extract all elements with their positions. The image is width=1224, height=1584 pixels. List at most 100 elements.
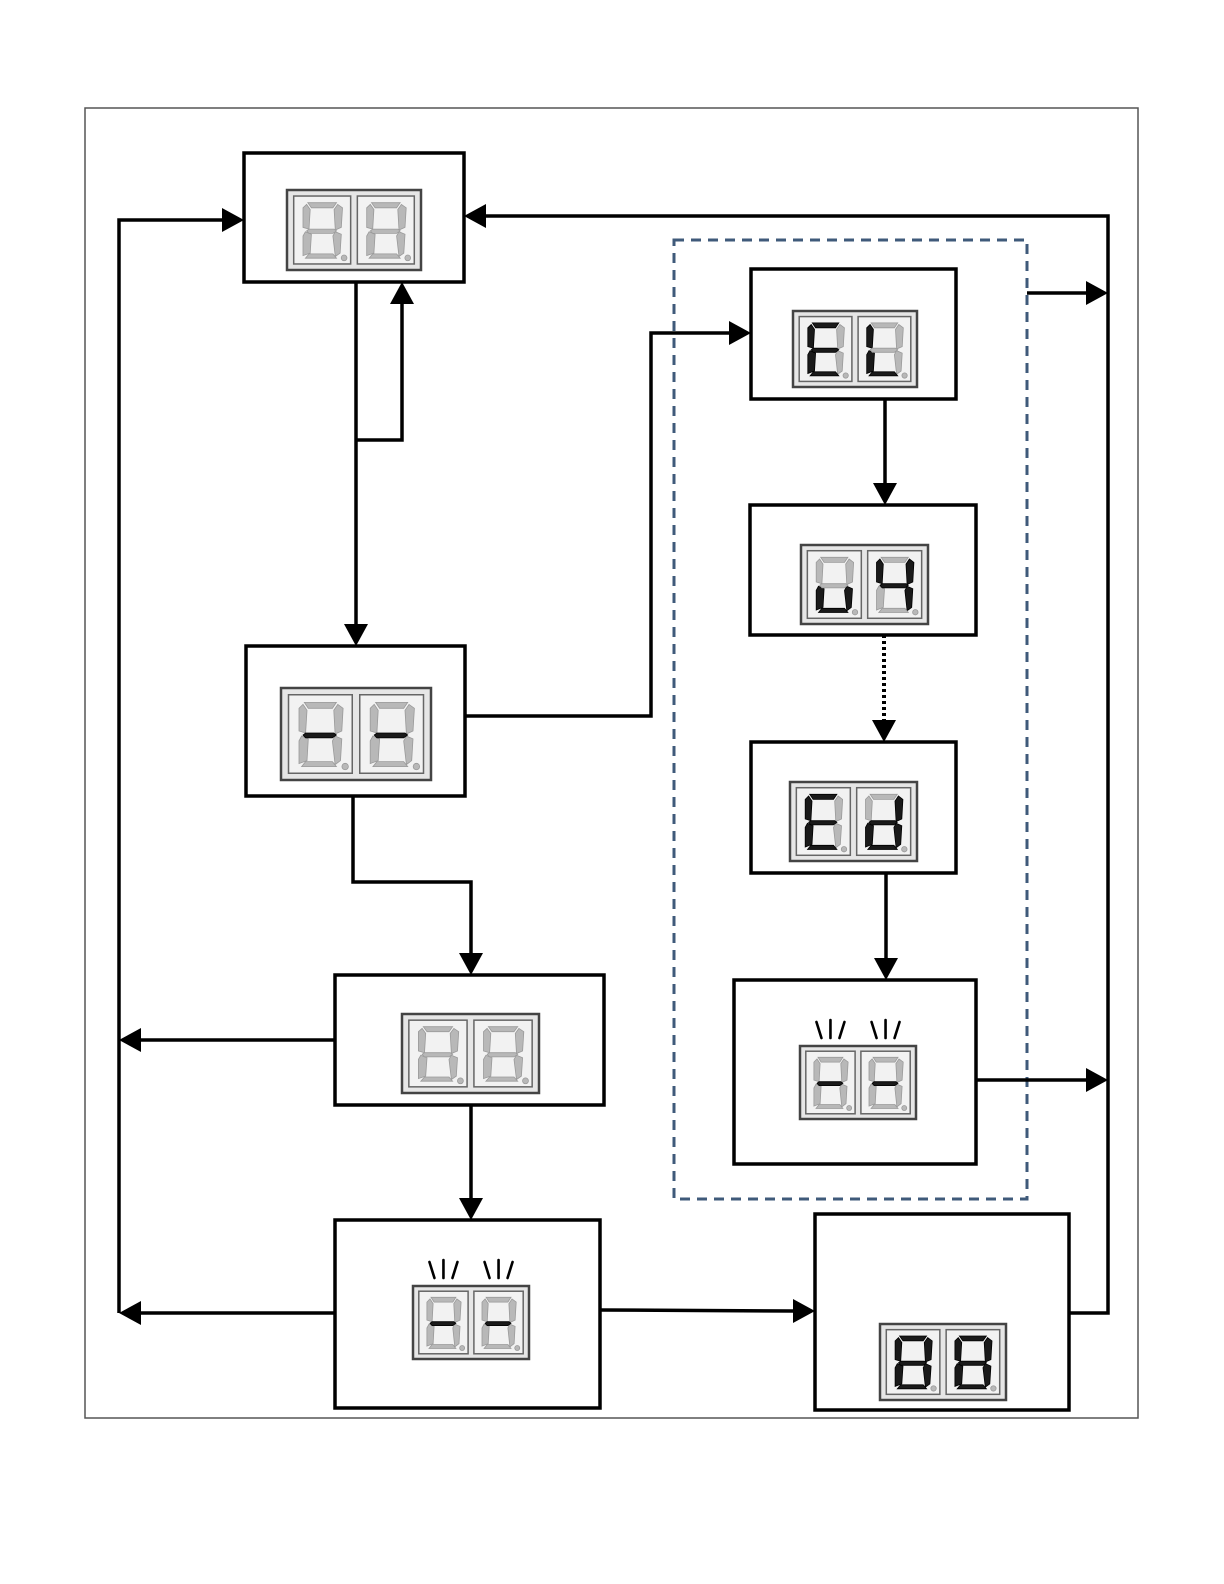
segment-d-off bbox=[369, 254, 400, 258]
segment-a-off bbox=[486, 1297, 511, 1302]
segment-f-on bbox=[805, 796, 812, 821]
segment-e-on bbox=[816, 586, 824, 610]
segment-e-on bbox=[895, 1364, 903, 1387]
arrow-head bbox=[119, 1301, 141, 1325]
segment-g-on bbox=[809, 821, 837, 825]
segment-g-on bbox=[869, 821, 897, 825]
segment-g-on bbox=[817, 1082, 843, 1086]
state-box-code-u-4 bbox=[750, 505, 976, 635]
segment-d-on bbox=[810, 372, 839, 376]
decimal-point bbox=[405, 255, 411, 261]
decimal-point bbox=[847, 1106, 852, 1111]
arrow-head bbox=[464, 204, 486, 228]
arrow-head bbox=[344, 624, 368, 646]
connector-dash-steady-to-code-e-l bbox=[465, 333, 730, 716]
seven-segment-display bbox=[880, 1324, 1006, 1400]
segment-d-off bbox=[871, 1105, 898, 1109]
state-boxes bbox=[244, 153, 1069, 1410]
segment-f-on bbox=[877, 559, 884, 584]
segment-g-on bbox=[485, 1322, 511, 1326]
segment-f-on bbox=[808, 325, 815, 349]
arrow-head bbox=[119, 1028, 141, 1052]
arrow-head bbox=[729, 321, 751, 345]
segment-d-on bbox=[957, 1385, 986, 1389]
segment-e-on bbox=[867, 351, 875, 374]
segment-b-off bbox=[835, 796, 843, 822]
segment-f-on bbox=[895, 1338, 902, 1362]
segment-d-off bbox=[816, 1105, 843, 1109]
segment-a-off bbox=[423, 1027, 452, 1032]
decimal-point bbox=[902, 373, 907, 378]
segment-g-on bbox=[880, 584, 908, 588]
state-box-all-on bbox=[815, 1214, 1069, 1410]
state-box-standby bbox=[244, 153, 464, 282]
state-box-dash-blinking-group bbox=[734, 980, 976, 1164]
arrow-head bbox=[459, 1198, 483, 1220]
arrow-head bbox=[873, 483, 897, 505]
segment-f-off bbox=[484, 1028, 491, 1052]
segment-a-off bbox=[870, 794, 897, 799]
segment-a-off bbox=[431, 1297, 456, 1302]
segment-e-off bbox=[877, 586, 885, 610]
segment-f-off bbox=[299, 704, 307, 733]
seven-segment-display bbox=[790, 782, 917, 861]
arrow-head bbox=[1086, 281, 1108, 305]
segment-d-on bbox=[808, 845, 837, 849]
segment-a-on bbox=[812, 323, 839, 328]
state-box-dash-steady bbox=[246, 646, 465, 796]
segment-b-off bbox=[846, 559, 854, 585]
segment-g-on bbox=[811, 348, 839, 352]
segment-b-on bbox=[984, 1338, 992, 1362]
state-box-code-e-l bbox=[751, 269, 956, 399]
segment-d-off bbox=[486, 1077, 518, 1081]
decimal-point bbox=[843, 373, 848, 378]
seven-segment-display bbox=[287, 190, 421, 270]
segment-a-on bbox=[900, 1336, 927, 1341]
segment-g-on bbox=[899, 1361, 927, 1365]
segment-d-off bbox=[305, 254, 336, 258]
decimal-point bbox=[523, 1078, 529, 1084]
segment-f-off bbox=[303, 204, 310, 229]
segment-e-off bbox=[427, 1324, 434, 1346]
segment-g-on bbox=[872, 1082, 898, 1086]
segment-e-off bbox=[299, 736, 308, 764]
segment-e-off bbox=[367, 232, 375, 256]
state-box-dash-blinking bbox=[335, 1220, 600, 1408]
seven-segment-display bbox=[402, 1014, 539, 1093]
segment-g-on bbox=[303, 733, 336, 738]
connector-dash-steady-to-standby bbox=[356, 304, 402, 440]
decimal-point bbox=[413, 763, 419, 769]
decimal-point bbox=[902, 1106, 907, 1111]
segment-b-off bbox=[515, 1028, 524, 1053]
segment-d-on bbox=[869, 372, 898, 376]
arrow-head bbox=[390, 282, 414, 304]
decimal-point bbox=[852, 610, 857, 615]
segment-e-on bbox=[805, 823, 813, 847]
segment-g-on bbox=[374, 733, 408, 738]
decimal-point bbox=[991, 1386, 996, 1391]
segment-d-on bbox=[819, 608, 848, 612]
segment-d-off bbox=[302, 762, 337, 767]
segment-f-off bbox=[427, 1299, 433, 1322]
segment-e-off bbox=[484, 1055, 493, 1078]
segment-a-off bbox=[871, 323, 898, 328]
segment-f-off bbox=[869, 1059, 875, 1082]
segment-e-off bbox=[869, 1084, 876, 1106]
segment-f-off bbox=[866, 796, 873, 821]
segment-d-off bbox=[484, 1345, 511, 1349]
segment-b-off bbox=[334, 204, 342, 230]
decimal-point bbox=[342, 763, 348, 769]
segment-b-off bbox=[896, 1059, 903, 1083]
decimal-point bbox=[457, 1078, 463, 1084]
segment-f-off bbox=[482, 1299, 488, 1322]
segment-f-off bbox=[370, 704, 378, 733]
segment-e-off bbox=[303, 232, 311, 256]
decimal-point bbox=[515, 1346, 520, 1351]
segment-g-off bbox=[307, 229, 337, 233]
decimal-point bbox=[460, 1346, 465, 1351]
segment-g-off bbox=[370, 229, 400, 233]
seven-segment-display bbox=[793, 311, 917, 387]
segment-e-on bbox=[808, 351, 816, 374]
segment-b-off bbox=[398, 204, 406, 230]
